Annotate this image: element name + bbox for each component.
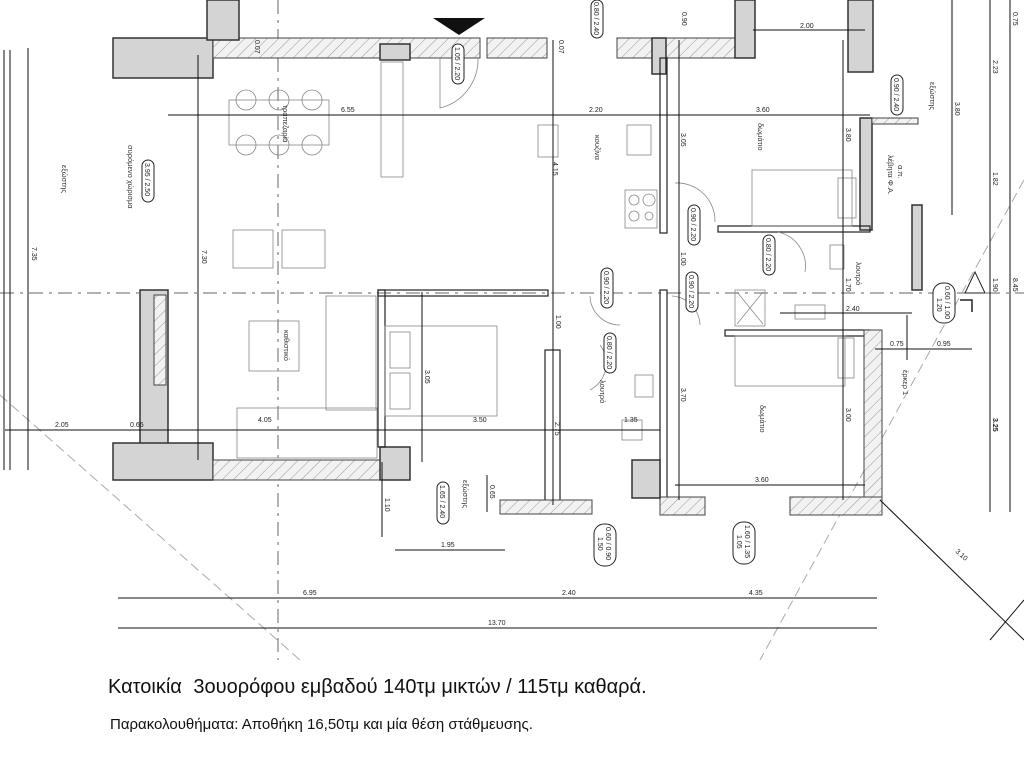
room-dining: τραπεζαρία xyxy=(281,105,290,143)
dim-label: 3.10 xyxy=(954,548,969,562)
dimension-labels: 6.55 2.20 3.60 2.00 3.80 3.05 4.15 7.30 … xyxy=(30,12,1018,627)
dim-label: 2.40 xyxy=(562,590,576,597)
dim-label: 4.15 xyxy=(551,162,558,176)
floor-plan: τραπεζαρία καθιστικό κουζίνα δωμάτιο δωμ… xyxy=(0,0,1024,660)
opening-tag: 0.80 / 2.20 xyxy=(605,336,612,369)
dim-label: 3.60 xyxy=(755,477,769,484)
opening-tag: 1.60 / 1.35 xyxy=(743,525,750,558)
dim-label: 4.05 xyxy=(258,417,272,424)
partition-label: συρόμενο χώρισμα xyxy=(126,145,135,209)
walls xyxy=(112,0,923,516)
opening-tag: 0.90 / 2.20 xyxy=(602,271,609,304)
caption-title-a: Κατοικία xyxy=(108,676,182,698)
room-balcony-left: εξώστης xyxy=(60,165,69,193)
dim-label: 2.20 xyxy=(589,107,603,114)
dim-label: 1.35 xyxy=(624,417,638,424)
dim-label: 0.65 xyxy=(130,422,144,429)
dim-label: 1.95 xyxy=(441,542,455,549)
caption-title-c: ορόφου εμβαδού 140τμ μικτών / 115τμ καθα… xyxy=(226,676,647,698)
opening-tag: 0.80 / 2.40 xyxy=(592,2,599,35)
dim-label: 0.07 xyxy=(253,40,260,54)
room-bath-right: λουτρό xyxy=(854,262,863,285)
dim-label: 0.65 xyxy=(488,485,495,499)
dim-label: 1.00 xyxy=(554,315,561,329)
dim-label: 3.00 xyxy=(844,408,851,422)
room-storage-b: λέβητα Φ.Α. xyxy=(886,155,895,195)
opening-tag: 0.60 / 0.90 xyxy=(604,527,611,560)
dim-label: 1.10 xyxy=(383,498,390,512)
room-kitchen: κουζίνα xyxy=(593,135,602,161)
caption-subtitle: Παρακολουθήματα: Αποθήκη 16,50τμ και μία… xyxy=(110,716,533,733)
north-arrow-icon xyxy=(433,18,485,35)
dimension-lines xyxy=(3,0,1024,641)
dim-label: 1.82 xyxy=(991,172,998,186)
dim-label: 0.90 xyxy=(680,12,687,26)
dim-label: 7.35 xyxy=(30,247,37,261)
dim-label: 8.45 xyxy=(1011,278,1018,292)
dim-label: 1.70 xyxy=(844,278,851,292)
room-bath-left: λουτρό xyxy=(598,380,607,403)
dim-label: 3.80 xyxy=(953,102,960,116)
dim-label: 6.55 xyxy=(341,107,355,114)
dim-label: 0.07 xyxy=(557,40,564,54)
dim-label: 3.25 xyxy=(991,418,998,432)
dim-label: 1.90 xyxy=(991,278,998,292)
room-balcony-bottom: εξώστης xyxy=(461,480,470,508)
room-labels: τραπεζαρία καθιστικό κουζίνα δωμάτιο δωμ… xyxy=(60,82,937,508)
dim-label: 2.05 xyxy=(55,422,69,429)
section-marker-icon xyxy=(964,270,986,294)
dim-label: 3.05 xyxy=(423,370,430,384)
dim-label: 2.40 xyxy=(846,306,860,313)
dim-label: 7.30 xyxy=(200,250,207,264)
opening-tag: 0.80 / 2.20 xyxy=(764,238,771,271)
dim-label: 0.75 xyxy=(1011,12,1018,26)
dim-label: 4.35 xyxy=(749,590,763,597)
dim-label: 0.95 xyxy=(937,341,951,348)
room-storage-a: α.π. xyxy=(896,165,905,179)
opening-tag: 0.90 / 2.20 xyxy=(687,275,694,308)
dim-label: 2.23 xyxy=(991,60,998,74)
dim-label: 1.00 xyxy=(679,252,686,266)
opening-tag: 1.05 xyxy=(735,535,742,549)
dim-label: 3.05 xyxy=(679,133,686,147)
opening-tag: 1.65 / 2.40 xyxy=(438,485,445,518)
opening-tag: 1.20 xyxy=(935,298,942,312)
opening-tag: 0.90 / 2.20 xyxy=(689,208,696,241)
bay-label: έρκερ 1 xyxy=(901,370,910,395)
opening-tag: 1.50 xyxy=(596,537,603,551)
opening-tag: 0.60 / 1.00 xyxy=(943,286,950,319)
axis-lines xyxy=(0,0,1024,660)
room-bedroom-bottom: δωμάτιο xyxy=(758,405,767,433)
opening-tag: 1.05 / 2.20 xyxy=(453,47,460,80)
dim-label: 3.70 xyxy=(679,388,686,402)
furniture xyxy=(228,57,857,459)
dim-label: 2.75 xyxy=(553,422,560,436)
dim-label: 13.70 xyxy=(488,620,506,627)
dim-label: 3.60 xyxy=(756,107,770,114)
room-balcony-right: εξώστης xyxy=(928,82,937,110)
dim-label: 3.50 xyxy=(473,417,487,424)
dim-label: 6.95 xyxy=(303,590,317,597)
opening-tags: 1.05 / 2.20 0.80 / 2.40 3.95 / 2.50 0.90… xyxy=(141,0,956,567)
caption-title-b: 3ου xyxy=(193,676,227,698)
dim-label: 3.80 xyxy=(844,128,851,142)
room-living: καθιστικό xyxy=(282,330,291,361)
section-corner-icon xyxy=(960,299,973,312)
opening-tag: 3.95 / 2.50 xyxy=(143,163,150,196)
room-bedroom-top: δωμάτιο xyxy=(756,123,765,151)
caption-title: Κατοικία 3ουορόφου εμβαδού 140τμ μικτών … xyxy=(108,676,647,699)
dim-label: 0.75 xyxy=(890,341,904,348)
dim-label: 2.00 xyxy=(800,23,814,30)
opening-tag: 0.90 / 2.40 xyxy=(892,78,899,111)
